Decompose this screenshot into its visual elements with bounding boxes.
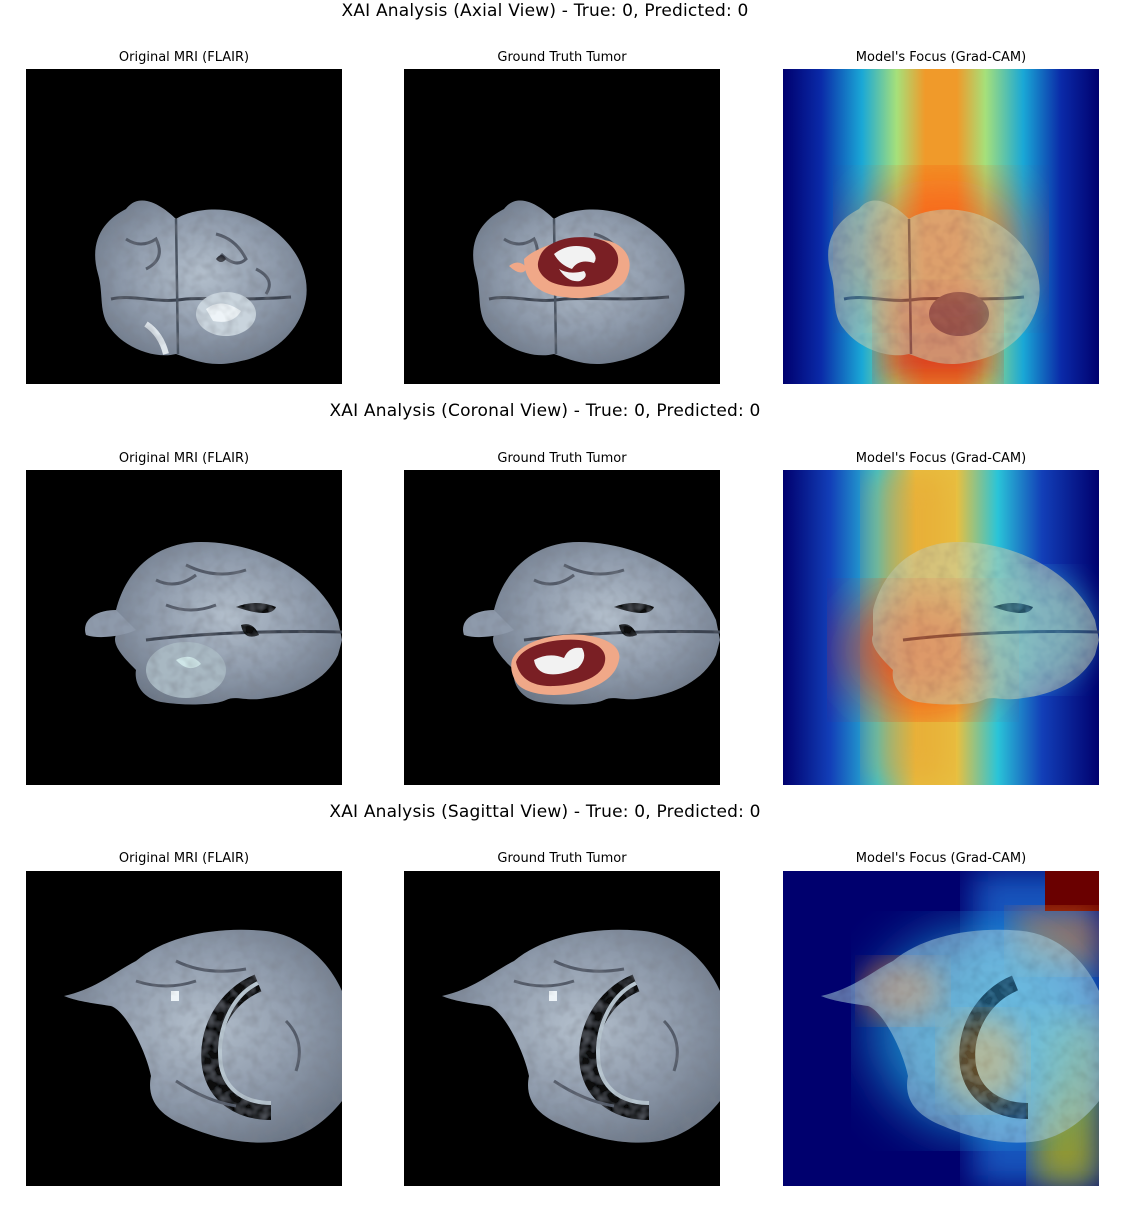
coronal-gradcam-heatmap-image [783, 470, 1099, 785]
axial-ground-truth-image [404, 69, 720, 384]
row-title-sagittal: XAI Analysis (Sagittal View) - True: 0, … [329, 802, 761, 822]
row-title-axial: XAI Analysis (Axial View) - True: 0, Pre… [341, 1, 749, 21]
sagittal-original-mri-image [26, 871, 342, 1186]
panel-title-sagittal-gradcam: Model's Focus (Grad-CAM) [855, 851, 1027, 866]
sagittal-ground-truth-image [404, 871, 720, 1186]
panel-title-coronal-gradcam: Model's Focus (Grad-CAM) [855, 451, 1027, 466]
row-title-coronal: XAI Analysis (Coronal View) - True: 0, P… [329, 401, 761, 421]
coronal-original-mri-image [26, 470, 342, 785]
panel-title-sagittal-original: Original MRI (FLAIR) [118, 851, 250, 866]
panel-title-coronal-original: Original MRI (FLAIR) [118, 451, 250, 466]
axial-gradcam-heatmap-image [783, 69, 1099, 384]
panel-title-axial-truth: Ground Truth Tumor [497, 50, 627, 65]
axial-original-mri-image [26, 69, 342, 384]
panel-title-axial-gradcam: Model's Focus (Grad-CAM) [855, 50, 1027, 65]
coronal-ground-truth-image [404, 470, 720, 785]
panel-title-sagittal-truth: Ground Truth Tumor [497, 851, 627, 866]
panel-title-coronal-truth: Ground Truth Tumor [497, 451, 627, 466]
panel-title-axial-original: Original MRI (FLAIR) [118, 50, 250, 65]
sagittal-gradcam-heatmap-image [783, 871, 1099, 1186]
